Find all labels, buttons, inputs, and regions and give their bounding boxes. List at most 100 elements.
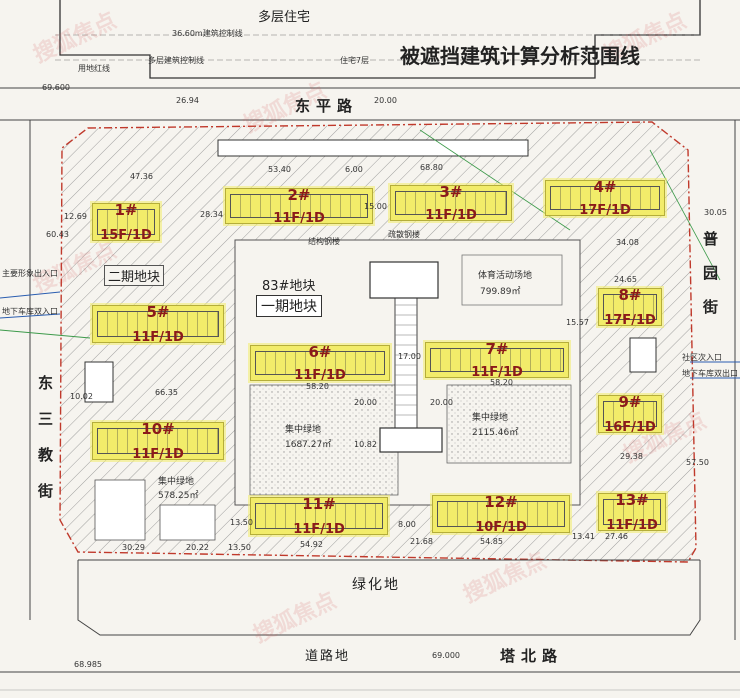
building-footprint [550,186,660,210]
dimension-label: 29.38 [620,452,643,461]
road-west-char: 教 [38,446,54,464]
dimension-label: 6.00 [345,165,363,174]
dimension-label: 30.29 [122,543,145,552]
road-east-char: 园 [703,264,719,282]
road-west-char: 街 [38,482,54,500]
road-north: 东平路 [295,97,359,115]
dimension-label: 47.36 [130,172,153,181]
building-floors: 11F/1D [132,447,184,462]
building-number: 10# [141,420,175,438]
building-5[interactable]: 5# 11F/1D [92,303,224,345]
building-footprint [255,503,383,529]
building-number: 3# [439,183,463,201]
dimension-label: 27.46 [605,532,628,541]
dimension-label: 8.00 [398,520,416,529]
dimension-label: 17.00 [398,352,421,361]
road-west-char: 三 [38,410,54,428]
dimension-label: 34.08 [616,238,639,247]
building-10[interactable]: 10# 11F/1D [92,420,224,462]
building-footprint [437,501,565,527]
green-sw-area: 578.25㎡ [158,491,199,501]
dimension-label: 57.50 [686,458,709,467]
road-west-char: 东 [38,374,54,392]
elevation-nw: 69.600 [42,83,70,92]
building-number: 8# [618,286,642,304]
building-footprint [603,499,661,525]
building-footprint [395,191,507,215]
building-6[interactable]: 6#11F/1D [250,343,390,383]
community-entrance-label: 社区次入口 [682,353,722,362]
building-floors: 11F/1D [132,330,184,345]
dimension-label: 58.20 [490,378,513,387]
building-number: 1# [114,201,138,219]
building-number: 11# [302,495,336,513]
road-east: 普 园 街 [703,222,719,324]
dimension-label: 68.80 [420,163,443,172]
building-9[interactable]: 9#16F/1D [598,393,662,435]
building-12[interactable]: 12# 10F/1D [432,493,570,535]
building-footprint [230,194,368,218]
dimension-label: 13.50 [230,518,253,527]
top-building-label: 多层住宅 [258,10,311,25]
main-entrance-label: 主要形象出入口 [2,269,58,278]
building-footprint [97,428,219,454]
sports-field-label: 体育活动场地 [478,271,533,281]
dimension-label: 20.00 [430,398,453,407]
dimension-label: 10.82 [354,440,377,449]
building-number: 5# [146,303,170,321]
evac-lane-label: 疏散钢楼 [388,230,420,239]
green-w-area: 1687.27㎡ [285,440,332,450]
dimension-label: 58.20 [306,382,329,391]
phase1-label: 一期地块 [256,295,322,317]
dimension-label: 60.43 [46,230,69,239]
building-number: 12# [484,493,518,511]
dimension-label: 20.22 [186,543,209,552]
road-east-char: 街 [703,298,719,316]
dimension-label: 13.50 [228,543,251,552]
building-floors: 11F/1D [606,518,658,533]
dimension-label: 15.57 [566,318,589,327]
building-floors: 15F/1D [100,228,152,243]
road-west: 东 三 教 街 [38,365,54,509]
garage-entrance-w-label: 地下车库双入口 [2,307,58,316]
building-7[interactable]: 7#11F/1D [425,340,569,380]
control-line-label: 多层建筑控制线 [148,56,204,65]
building-11[interactable]: 11#11F/1D [250,495,388,537]
building-footprint [97,209,155,235]
building-floors: 11F/1D [273,211,325,226]
building-2[interactable]: 2# 11F/1D [225,186,373,226]
building-4[interactable]: 4#17F/1D [545,178,665,218]
building-number: 2# [287,186,311,204]
dimension-label: 53.40 [268,165,291,174]
green-e-area: 2115.46㎡ [472,428,519,438]
dimension-label: 21.68 [410,537,433,546]
south-road-strip-label: 道路地 [305,649,351,664]
road-south: 塔北路 [500,647,564,665]
garage-exit-e-label: 地下车库双出口 [682,369,738,378]
building-3[interactable]: 3#11F/1D [390,183,512,223]
building-floors: 17F/1D [579,203,631,218]
dimension-label: 24.65 [614,275,637,284]
dimension-label: 10.02 [70,392,93,401]
dimension-label: 28.34 [200,210,223,219]
residential-7f-label: 住宅7层 [340,56,370,65]
dimension-label: 13.41 [572,532,595,541]
building-1[interactable]: 1# 15F/1D [92,201,160,243]
dimension-label: 54.85 [480,537,503,546]
building-number: 13# [615,491,649,509]
dimension-label: 54.92 [300,540,323,549]
fire-lane-label: 结构钢楼 [308,237,340,246]
building-footprint [430,348,564,372]
building-8[interactable]: 8#17F/1D [598,286,662,328]
building-number: 9# [618,393,642,411]
sports-field-area: 799.89㎡ [480,287,521,297]
building-floors: 10F/1D [475,520,527,535]
south-green-label: 绿化地 [352,577,400,593]
analysis-title: 被遮挡建筑计算分析范围线 [400,44,640,68]
green-sw-label: 集中绿地 [158,477,195,487]
building-13[interactable]: 13# 11F/1D [598,491,666,533]
building-floors: 11F/1D [471,365,523,380]
building-footprint [603,401,657,427]
dimension-label: 20.00 [374,96,397,105]
red-line-label: 用地红线 [78,64,110,73]
